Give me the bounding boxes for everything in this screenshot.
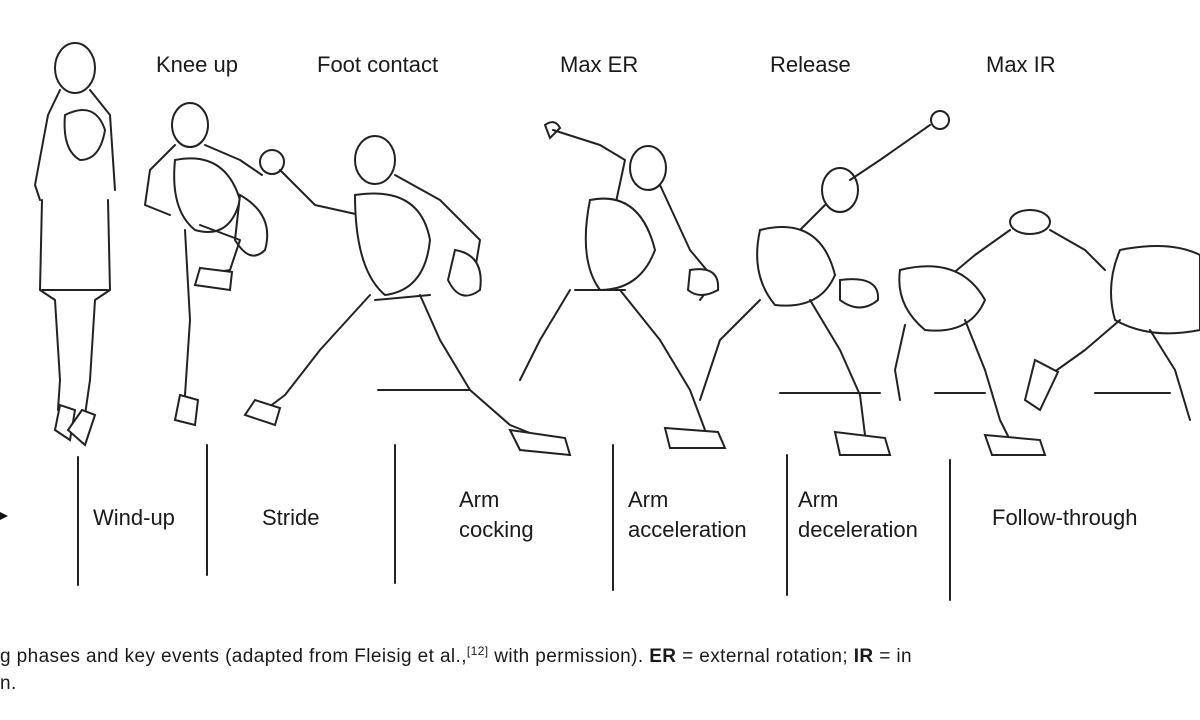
event-foot-contact: Foot contact bbox=[317, 52, 439, 77]
caption-line-1: g phases and key events (adapted from Fl… bbox=[0, 638, 1200, 670]
event-max-er: Max ER bbox=[560, 52, 639, 77]
figure-foot-contact bbox=[243, 135, 572, 457]
phase-stride-line1: Stride bbox=[262, 505, 320, 530]
phase-arm-acceleration: Arm acceleration bbox=[628, 485, 747, 545]
event-knee-up: Knee up bbox=[156, 52, 238, 77]
phase-arm-acceleration-line2: acceleration bbox=[628, 517, 747, 542]
figure-release bbox=[699, 110, 950, 456]
phase-dividers bbox=[77, 444, 951, 601]
caption-er-abbr: ER bbox=[649, 646, 677, 667]
caption-er-def: = external rotation; bbox=[676, 646, 854, 667]
event-max-ir: Max IR bbox=[986, 52, 1056, 77]
figure-windup-stance bbox=[34, 42, 116, 447]
phase-wind-up: Wind-up bbox=[93, 503, 175, 533]
phase-arm-deceleration-line2: deceleration bbox=[798, 517, 918, 542]
caption-ir-def: = in bbox=[873, 646, 912, 667]
caption-line-2: n. bbox=[0, 673, 17, 694]
event-release: Release bbox=[770, 52, 851, 77]
caption-reference: [12] bbox=[466, 644, 489, 658]
phase-follow-through-line1: Follow-through bbox=[992, 505, 1138, 530]
caption-text-a: g phases and key events (adapted from Fl… bbox=[0, 646, 467, 667]
pitcher-illustration bbox=[0, 42, 1200, 601]
figure-caption: g phases and key events (adapted from Fl… bbox=[0, 638, 1200, 697]
phase-stride: Stride bbox=[262, 503, 319, 533]
figure-follow-through-edge bbox=[1023, 245, 1200, 421]
phase-arm-cocking-line1: Arm bbox=[459, 487, 500, 512]
phase-follow-through: Follow-through bbox=[992, 503, 1138, 533]
caption-ir-abbr: IR bbox=[853, 646, 874, 667]
phase-arm-deceleration-line1: Arm bbox=[798, 487, 839, 512]
phase-arm-acceleration-line1: Arm bbox=[628, 487, 669, 512]
phase-wind-up-line1: Wind-up bbox=[93, 505, 175, 530]
figure-max-ir bbox=[894, 209, 1106, 456]
figure-knee-up bbox=[144, 102, 269, 427]
phase-arm-cocking: Arm cocking bbox=[459, 485, 534, 545]
figure-max-er bbox=[519, 121, 727, 449]
phase-arm-cocking-line2: cocking bbox=[459, 517, 534, 542]
caption-text-b: with permission). bbox=[488, 646, 650, 667]
ground-lines bbox=[377, 389, 1171, 394]
phase-arm-deceleration: Arm deceleration bbox=[798, 485, 918, 545]
arrow-icon bbox=[0, 512, 8, 520]
